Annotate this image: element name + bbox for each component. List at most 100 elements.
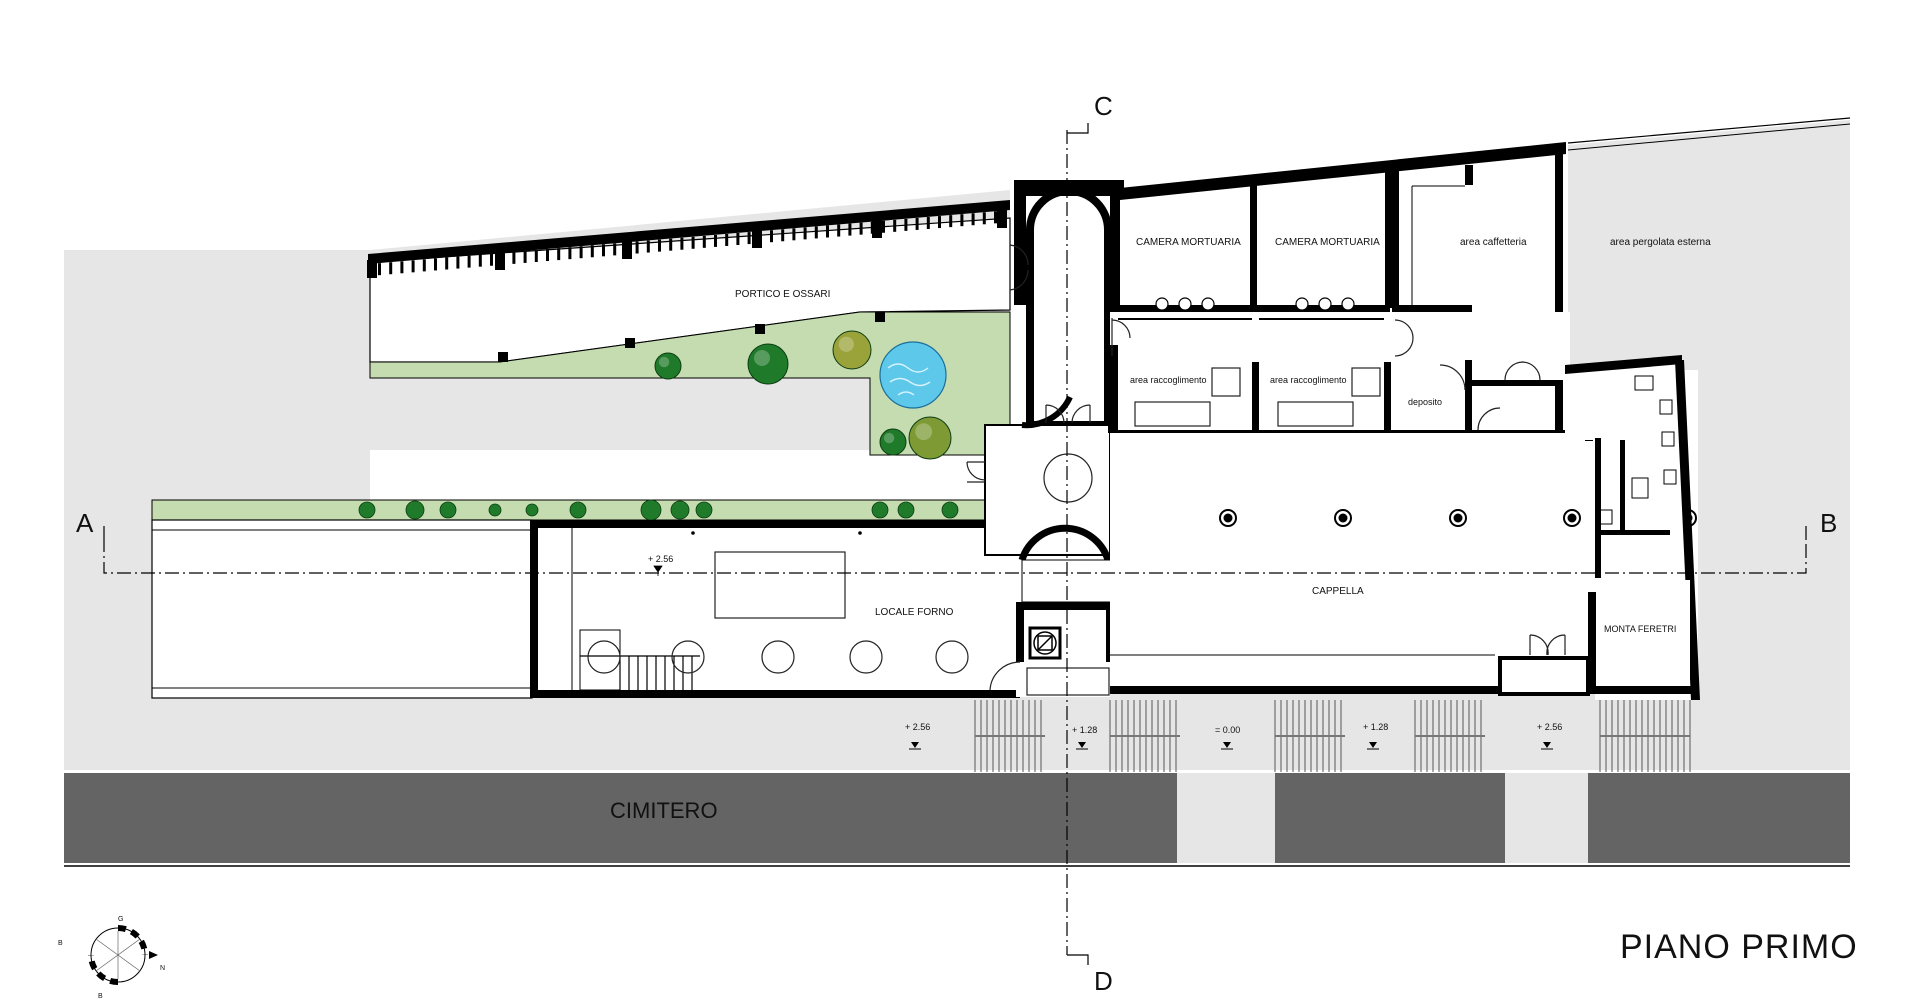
- forno-urn-5: [587, 640, 621, 674]
- racc-wall-top-2: [1259, 318, 1384, 320]
- section-mark-a: A: [76, 508, 94, 538]
- north-wall-4: [1555, 148, 1563, 378]
- south-stairs: [974, 700, 1691, 772]
- shrub: [670, 500, 690, 520]
- ossario-niche: [691, 236, 695, 249]
- portico-pillar: [622, 241, 632, 259]
- west-court: [151, 519, 533, 699]
- chair: [1155, 297, 1169, 311]
- shrub: [569, 501, 587, 519]
- section-line-ab: [103, 526, 1807, 574]
- vestibule-rosette: [1043, 453, 1093, 503]
- forno-urn-3: [849, 640, 883, 674]
- ossario-niche: [646, 240, 650, 253]
- shrub: [358, 501, 376, 519]
- tree-highlight: [838, 336, 854, 352]
- lift-wall-top: [1016, 602, 1114, 610]
- ossario-niche: [803, 227, 807, 240]
- forno-light-2: [858, 531, 862, 535]
- racc2-sofa: [1277, 401, 1354, 427]
- cemetery-band-3: [1275, 773, 1505, 863]
- ossario-niche: [613, 243, 617, 256]
- portico-pillar-south: [625, 338, 635, 348]
- north-wall-h3: [1392, 305, 1472, 312]
- ossario-niche: [557, 248, 561, 261]
- forno-label: LOCALE FORNO: [875, 607, 954, 618]
- ossario-niche: [579, 246, 583, 259]
- camera2-label: CAMERA MORTUARIA: [1275, 237, 1380, 248]
- racc-wall-dep: [1465, 360, 1472, 430]
- racc2-label: area raccoglimento: [1270, 375, 1347, 385]
- ground-area-pergolata: [1568, 120, 1850, 770]
- ossario-niche: [400, 261, 404, 274]
- ossario-niche: [434, 258, 437, 271]
- services-fixtures: [1595, 375, 1677, 578]
- ossario-niche: [422, 259, 426, 272]
- vestibule-door-left: [966, 461, 986, 483]
- strip-shrubs: [358, 499, 959, 521]
- ossario-niche: [523, 250, 527, 263]
- montaferetri-wall-s: [1588, 686, 1694, 694]
- racc-wall-top-1: [1118, 318, 1252, 320]
- level-south-4: + 1.28: [1363, 722, 1388, 732]
- level-south-5: + 2.56: [1537, 722, 1562, 732]
- entrance-doors: [1026, 667, 1110, 696]
- page-title: PIANO PRIMO: [1620, 928, 1858, 966]
- wall-corridor-top: [1472, 380, 1562, 386]
- north-wall-2: [1250, 180, 1257, 308]
- ossario-niche: [389, 262, 393, 275]
- north-wall-3: [1385, 168, 1392, 308]
- pergolata-edge-2: [1567, 123, 1851, 151]
- ossario-niche: [859, 222, 863, 235]
- cemetery-band-4: [1588, 773, 1850, 863]
- ossario-niche: [590, 245, 594, 258]
- ossario-niche: [915, 217, 919, 230]
- ossario-niche: [747, 232, 751, 245]
- sanitary-fixture: [1634, 375, 1654, 391]
- racc1-sofa: [1134, 401, 1211, 427]
- services-wall: [1620, 440, 1625, 530]
- ossario-niche: [714, 234, 717, 247]
- level-markers: [909, 742, 1553, 750]
- level-triangle: [1223, 742, 1231, 748]
- tree: [747, 343, 789, 385]
- ossario-niche: [658, 239, 661, 252]
- section-d-arrow: [1067, 954, 1089, 965]
- chair: [1178, 297, 1192, 311]
- tree: [832, 330, 872, 370]
- deposito-door: [1439, 364, 1466, 391]
- services-wall-n: [1565, 355, 1682, 374]
- tree: [908, 416, 952, 460]
- ossario-niche: [949, 215, 953, 228]
- garden-trees: [654, 330, 952, 460]
- ossari-niches: [367, 210, 1007, 362]
- sanitary-fixture: [1663, 469, 1677, 485]
- cappella-label: CAPPELLA: [1312, 586, 1364, 597]
- compass-s: B: [98, 993, 103, 1000]
- cemetery-band-1: [64, 773, 1177, 863]
- caff-pillar: [1465, 165, 1473, 185]
- services-wall: [1595, 438, 1601, 578]
- ossario-niche: [467, 255, 471, 268]
- chair: [1201, 297, 1215, 311]
- ossario-niche: [702, 235, 706, 248]
- ossario-niche: [546, 249, 549, 262]
- portico-label: PORTICO E OSSARI: [735, 289, 830, 300]
- forno-urn-1: [671, 640, 705, 674]
- lift-icon: [1033, 631, 1057, 655]
- section-c-arrow: [1067, 123, 1089, 134]
- wall-corridor-mid: [1555, 380, 1563, 430]
- ossario-niche: [893, 219, 897, 232]
- lift-box: [1028, 626, 1062, 660]
- tree: [879, 428, 907, 456]
- racc-wall-mid2: [1384, 362, 1391, 430]
- ossario-niche: [490, 253, 493, 266]
- column-core: [1567, 513, 1577, 523]
- portico-pillar-south: [875, 312, 885, 322]
- lift-wall-left: [1016, 602, 1024, 662]
- lift-cross: [1037, 635, 1053, 651]
- compass-n: G: [118, 916, 123, 923]
- section-mark-c: C: [1094, 91, 1113, 121]
- shrub: [439, 501, 457, 519]
- vestibule-curve-bottom: [1018, 524, 1112, 562]
